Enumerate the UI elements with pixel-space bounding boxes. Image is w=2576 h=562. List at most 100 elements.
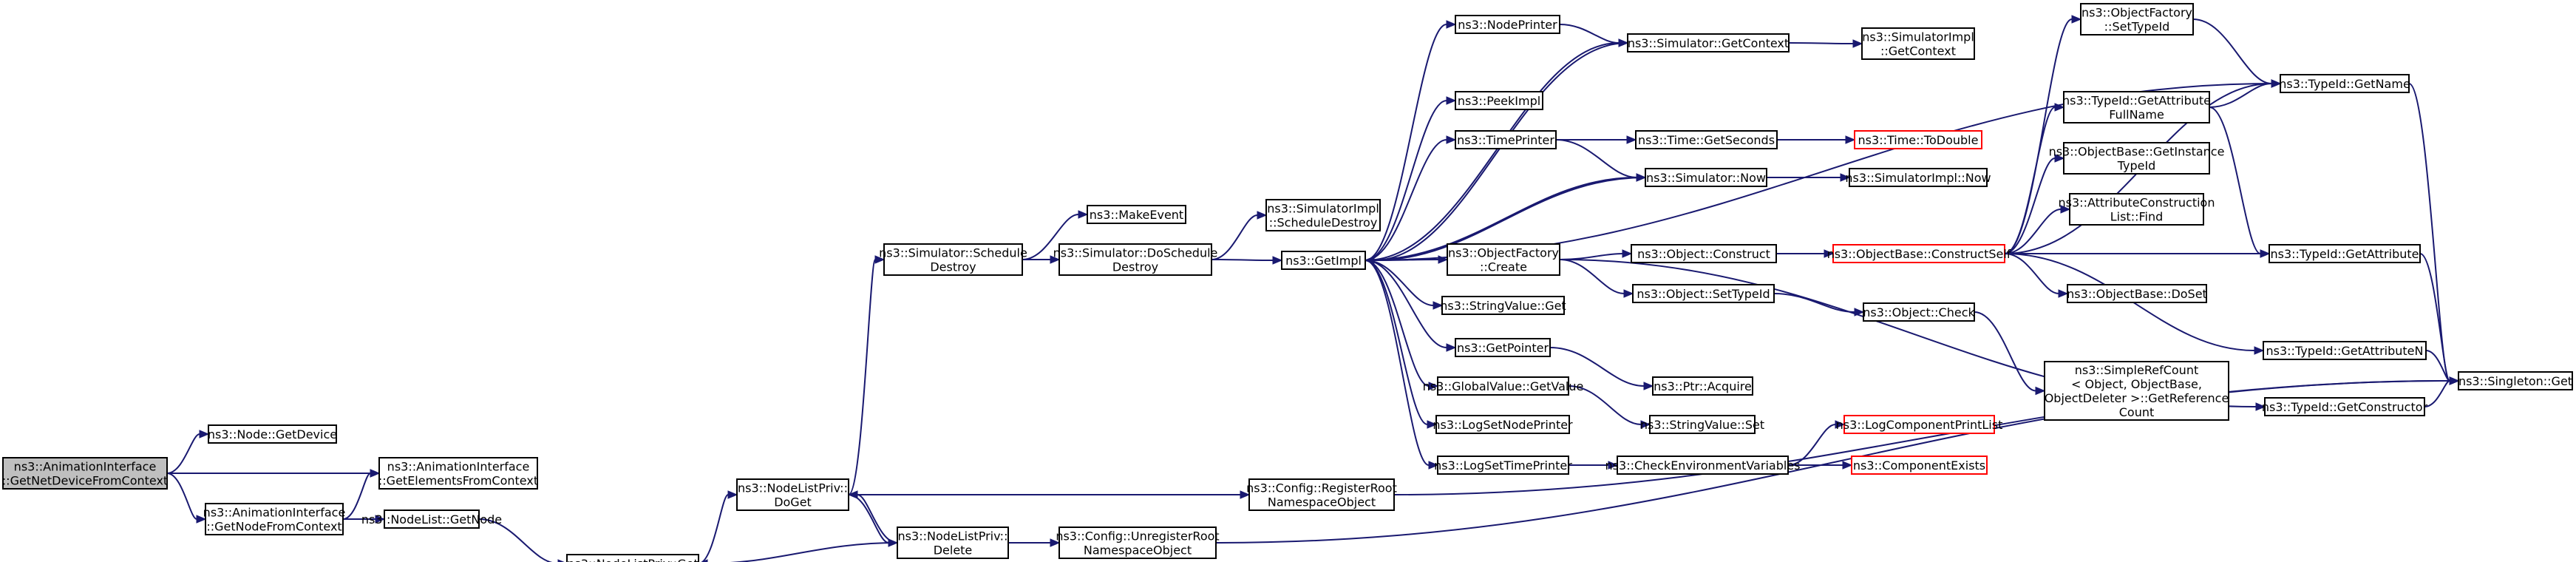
node-n49[interactable]: ns3::Singleton::Get: [2458, 371, 2573, 390]
arrowhead-icon: [2054, 154, 2065, 163]
node-n36[interactable]: ns3::Object::Check: [1863, 302, 1976, 322]
node-box: [1058, 527, 1217, 559]
node-n19[interactable]: ns3::StringValue::Get: [1440, 296, 1566, 315]
node-n29[interactable]: ns3::SimulatorImpl::Now: [1845, 168, 1991, 187]
node-n21[interactable]: ns3::GlobalValue::GetValue: [1423, 376, 1584, 396]
node-n13[interactable]: ns3::SimulatorImpl::ScheduleDestroy: [1265, 199, 1381, 231]
edge-line: [1549, 347, 1645, 387]
node-box: [1632, 284, 1775, 303]
node-n28[interactable]: ns3::Simulator::Now: [1645, 168, 1767, 187]
edge-line: [1365, 260, 1430, 387]
node-n26[interactable]: ns3::Time::GetSeconds: [1635, 130, 1778, 149]
node-label: NamespaceObject: [1268, 495, 1376, 509]
node-n9[interactable]: ns3::NodeListPriv::Delete: [897, 527, 1009, 559]
node-n48[interactable]: ns3::TypeId::GetConstructor: [2262, 397, 2428, 416]
node-label: ns3::NodeListPriv::: [738, 481, 848, 495]
node-n44[interactable]: ns3::SimpleRefCount< Object, ObjectBase,…: [2044, 361, 2229, 421]
arrowhead-icon: [2255, 402, 2266, 411]
arrowhead-icon: [1446, 343, 1457, 352]
edge-line: [1788, 42, 1854, 44]
node-n0[interactable]: ns3::AnimationInterface::GetNetDeviceFro…: [2, 457, 168, 490]
node-box: [2269, 244, 2421, 263]
node-n4[interactable]: ns3::NodeList::GetNode: [361, 509, 502, 529]
node-n37[interactable]: ns3::LogComponentPrintList: [1836, 415, 2003, 434]
node-label: ns3::Node::GetDevice: [208, 427, 337, 441]
node-n3[interactable]: ns3::AnimationInterface::GetNodeFromCont…: [203, 503, 346, 535]
node-n43[interactable]: ns3::ObjectBase::DoSet: [2067, 284, 2207, 303]
node-label: ns3::Singleton::Get: [2458, 374, 2572, 388]
node-n1[interactable]: ns3::Node::GetDevice: [208, 424, 337, 444]
node-n6[interactable]: ns3::NodeListPriv::DoGet: [736, 478, 849, 511]
edge-n31-to-n36: [1773, 293, 1865, 316]
edge-n5-to-n6: [700, 490, 738, 562]
node-n45[interactable]: ns3::TypeId::GetName: [2279, 74, 2410, 93]
node-label: ::Create: [1480, 260, 1527, 274]
node-label: Destroy: [1112, 260, 1158, 274]
node-n25[interactable]: ns3::SimulatorImpl::GetContext: [1861, 27, 1975, 60]
node-n18[interactable]: ns3::ObjectFactory::Create: [1447, 243, 1560, 276]
arrowhead-icon: [2271, 79, 2282, 88]
edge-n12-to-n13: [1211, 211, 1268, 260]
node-label: Count: [2119, 405, 2155, 419]
node-n33[interactable]: ns3::StringValue::Set: [1640, 415, 1764, 434]
edge-n35-to-n41: [2004, 154, 2065, 254]
node-n2[interactable]: ns3::AnimationInterface::GetElementsFrom…: [378, 457, 538, 490]
node-n34[interactable]: ns3::CheckEnvironmentVariables: [1605, 456, 1801, 475]
arrowhead-icon: [847, 490, 858, 499]
node-n35[interactable]: ns3::ObjectBase::ConstructSelf: [1827, 244, 2011, 263]
node-box: [883, 243, 1023, 276]
node-box: [1851, 456, 1988, 475]
node-n7[interactable]: ns3::Simulator::ScheduleDestroy: [879, 243, 1027, 276]
node-box: [1849, 168, 1988, 187]
node-label: ns3::TimePrinter: [1457, 133, 1554, 147]
edge-n9-to-n5: [701, 542, 898, 562]
edge-line: [2424, 380, 2450, 407]
node-n38[interactable]: ns3::ComponentExists: [1851, 456, 1988, 475]
node-n20[interactable]: ns3::GetPointer: [1455, 338, 1551, 357]
node-label: ns3::ObjectBase::ConstructSelf: [1827, 247, 2011, 261]
node-n39[interactable]: ns3::ObjectFactory::SetTypeId: [2080, 3, 2194, 35]
node-n31[interactable]: ns3::Object::SetTypeId: [1632, 284, 1775, 303]
node-box: [1631, 244, 1777, 263]
node-box: [1854, 130, 1982, 149]
node-label: ns3::Simulator::Now: [1646, 171, 1766, 185]
node-box: [2263, 341, 2427, 360]
node-n5[interactable]: ns3::NodeListPriv::Get: [566, 554, 699, 562]
node-n46[interactable]: ns3::TypeId::GetAttribute: [2269, 244, 2421, 263]
node-n27[interactable]: ns3::Time::ToDouble: [1854, 130, 1982, 149]
node-label: ns3::StringValue::Set: [1640, 418, 1764, 432]
edge-n14-to-n23: [1365, 260, 1439, 470]
node-n23[interactable]: ns3::LogSetTimePrinter: [1434, 456, 1572, 475]
node-n15[interactable]: ns3::NodePrinter: [1455, 15, 1560, 34]
node-n16[interactable]: ns3::PeekImpl: [1455, 91, 1543, 110]
node-n14[interactable]: ns3::GetImpl: [1281, 251, 1366, 270]
node-n32[interactable]: ns3::Ptr::Acquire: [1652, 376, 1753, 396]
node-n10[interactable]: ns3::Config::UnregisterRootNamespaceObje…: [1056, 527, 1220, 559]
node-n11[interactable]: ns3::MakeEvent: [1087, 205, 1186, 224]
node-n22[interactable]: ns3::LogSetNodePrinter: [1433, 415, 1573, 434]
node-label: ns3::SimulatorImpl::Now: [1845, 171, 1991, 185]
node-label: Destroy: [930, 260, 976, 274]
edge-n3-to-n4: [342, 515, 386, 524]
node-label: ns3::AttributeConstruction: [2059, 196, 2215, 210]
node-n17[interactable]: ns3::TimePrinter: [1455, 130, 1557, 149]
node-n47[interactable]: ns3::TypeId::GetAttributeN: [2263, 341, 2427, 360]
node-label: ::GetContext: [1880, 44, 1956, 58]
edge-line: [2192, 18, 2272, 84]
edge-line: [1211, 214, 1258, 260]
node-label: ns3::TypeId::GetAttributeN: [2266, 344, 2424, 358]
node-label: ns3::NodePrinter: [1458, 18, 1557, 32]
node-label: ns3::LogSetNodePrinter: [1433, 418, 1573, 432]
node-label: ns3::Object::Check: [1863, 305, 1975, 319]
node-n24[interactable]: ns3::Simulator::GetContext: [1627, 33, 1790, 53]
node-label: ns3::Simulator::DoSchedule: [1053, 246, 1218, 260]
arrowhead-icon: [370, 469, 381, 478]
node-box: [378, 457, 538, 490]
arrowhead-icon: [1622, 249, 1633, 258]
node-n30[interactable]: ns3::Object::Construct: [1631, 244, 1777, 263]
